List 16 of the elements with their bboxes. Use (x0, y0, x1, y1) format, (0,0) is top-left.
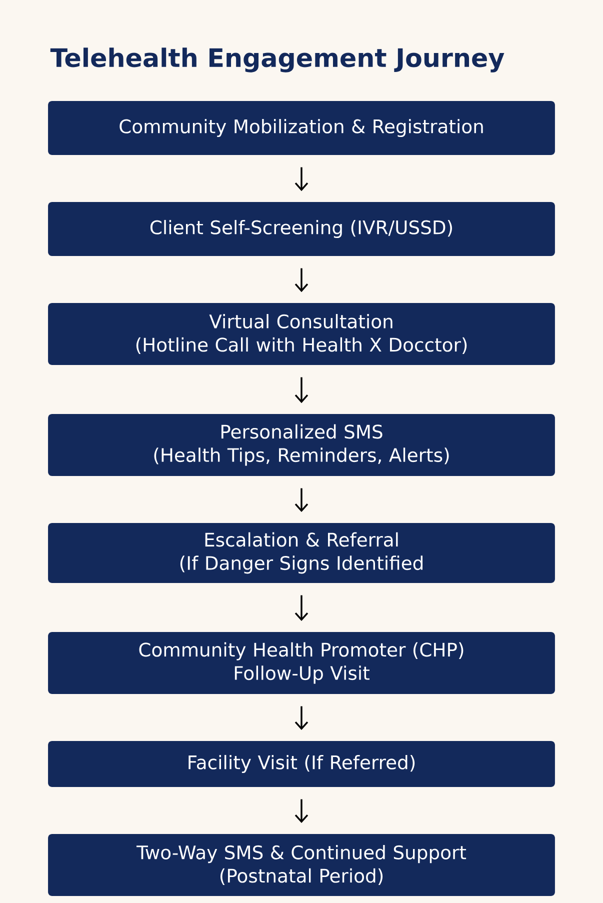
process-box: Escalation & Referral (If Danger Signs Identified (48, 523, 555, 583)
process-box: Community Mobilization & Registration (48, 101, 555, 155)
arrow (294, 799, 308, 824)
process-box: Client Self-Screening (IVR/USSD) (48, 202, 555, 256)
process-box: Community Health Promoter (CHP) Follow-Up Visit (48, 632, 555, 694)
arrow (294, 595, 308, 622)
process-box: Two-Way SMS & Continued Support (Postnatal Period) (48, 834, 555, 896)
arrow (294, 167, 308, 192)
arrow (294, 706, 308, 730)
title: Telehealth Engagement Journey (50, 48, 504, 72)
process-box: Personalized SMS (Health Tips, Reminders, Alerts) (48, 414, 555, 476)
arrow (294, 377, 308, 404)
process-box: Facility Visit (If Referred) (48, 741, 555, 787)
process-box: Virtual Consultation (Hotline Call with Health X Docctor) (48, 303, 555, 365)
arrow (294, 268, 308, 292)
arrow (294, 488, 308, 512)
